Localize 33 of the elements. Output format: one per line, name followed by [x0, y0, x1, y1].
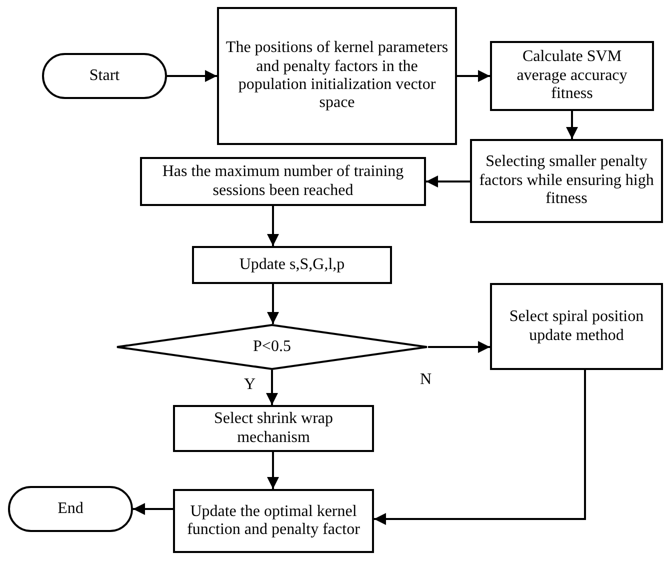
- node-text: Select spiral position update method: [508, 308, 645, 345]
- node-text: Start: [89, 66, 120, 86]
- terminal-box: [42, 53, 167, 99]
- node-text: Update s,S,G,l,p: [239, 256, 345, 274]
- process-box: [173, 489, 374, 553]
- node-text: The positions of kernel parameters and penalty factors in the population initialization vector space: [224, 39, 450, 113]
- node-text: Selecting smaller penalty factors while ensuring high fitness: [478, 153, 655, 209]
- process-box: [470, 139, 663, 223]
- arrow: [266, 370, 278, 405]
- arrow: [267, 452, 279, 489]
- terminal-box: [8, 486, 133, 532]
- arrow: [566, 111, 578, 139]
- arrow: [457, 70, 490, 82]
- process-box: [490, 41, 654, 111]
- arrow: [374, 370, 586, 525]
- arrow: [426, 176, 470, 188]
- arrow: [267, 206, 279, 246]
- process-box: [192, 246, 392, 284]
- process-box: [173, 405, 374, 452]
- node-text: Has the maximum number of training sessions been reached: [161, 163, 405, 200]
- process-box: [490, 283, 663, 370]
- process-box: [217, 7, 457, 145]
- node-text: Select shrink wrap mechanism: [212, 410, 334, 447]
- node-text: P<0.5: [253, 338, 291, 356]
- arrow: [167, 70, 217, 82]
- node-text: End: [58, 500, 84, 518]
- arrow: [428, 341, 490, 353]
- node-text: Update the optimal kernel function and penalty factor: [186, 502, 361, 540]
- arrow: [133, 503, 173, 515]
- process-box: [140, 157, 426, 206]
- node-text: Calculate SVM average accuracy fitness: [516, 48, 628, 104]
- arrow: [267, 284, 279, 324]
- decision-diamond: [116, 324, 428, 370]
